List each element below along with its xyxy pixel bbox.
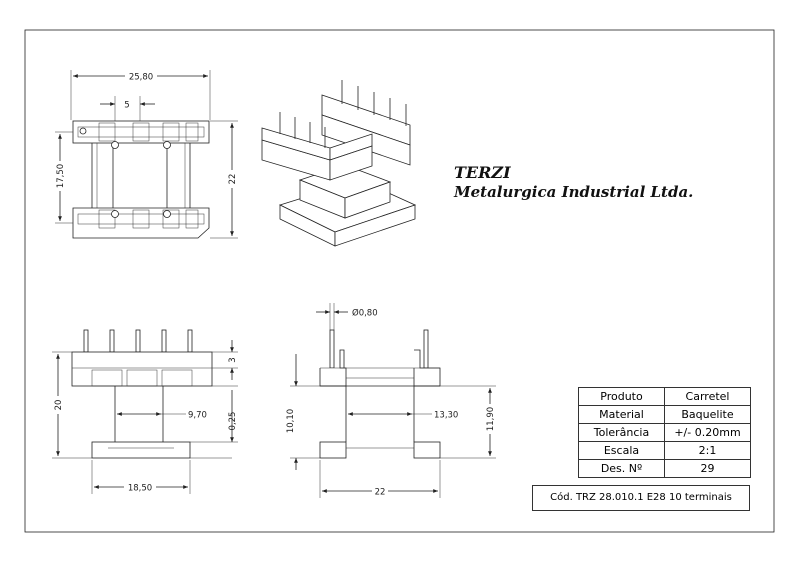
dim-side-core-width: 13,30	[434, 411, 458, 421]
title-row-material: Material Baquelite	[578, 405, 751, 424]
company-subtitle: Metalurgica Industrial Ltda.	[454, 183, 694, 201]
title-row-escala: Escala 2:1	[578, 441, 751, 460]
dim-front-gap: 0,25	[228, 412, 238, 431]
dim-front-core-width: 9,70	[188, 411, 207, 421]
title-label: Des. Nº	[578, 459, 665, 478]
title-value: 2:1	[664, 441, 751, 460]
dim-front-height: 20	[54, 400, 64, 411]
title-label: Escala	[578, 441, 665, 460]
dim-front-flange: 3	[228, 357, 238, 362]
title-value: +/- 0.20mm	[664, 423, 751, 442]
product-code: Cód. TRZ 28.010.1 E28 10 terminais	[532, 485, 750, 511]
side-view	[290, 303, 496, 498]
isometric-view	[261, 80, 417, 247]
title-value: Baquelite	[664, 405, 751, 424]
drawing-frame	[24, 29, 775, 533]
dim-top-inner-height: 17,50	[56, 164, 66, 188]
dim-top-overall-height: 22	[228, 174, 238, 185]
dim-front-base-width: 18,50	[128, 484, 152, 494]
title-block: Produto Carretel Material Baquelite Tole…	[578, 387, 751, 478]
title-value: 29	[664, 459, 751, 478]
title-label: Tolerância	[578, 423, 665, 442]
title-label: Produto	[578, 387, 665, 406]
dim-top-pin-pitch: 5	[124, 101, 129, 111]
front-view	[52, 329, 238, 494]
dim-side-height: 10,10	[286, 409, 296, 433]
dim-side-base-width: 22	[375, 488, 386, 498]
company-name: TERZI	[454, 163, 511, 182]
dim-top-width: 25,80	[129, 73, 153, 83]
dim-pin-diameter: Ø0,80	[352, 308, 378, 319]
title-value: Carretel	[664, 387, 751, 406]
top-view	[54, 70, 238, 239]
title-row-produto: Produto Carretel	[578, 387, 751, 406]
dim-side-body-height: 11,90	[486, 407, 496, 431]
title-row-desenho: Des. Nº 29	[578, 459, 751, 478]
title-row-tolerancia: Tolerância +/- 0.20mm	[578, 423, 751, 442]
title-label: Material	[578, 405, 665, 424]
